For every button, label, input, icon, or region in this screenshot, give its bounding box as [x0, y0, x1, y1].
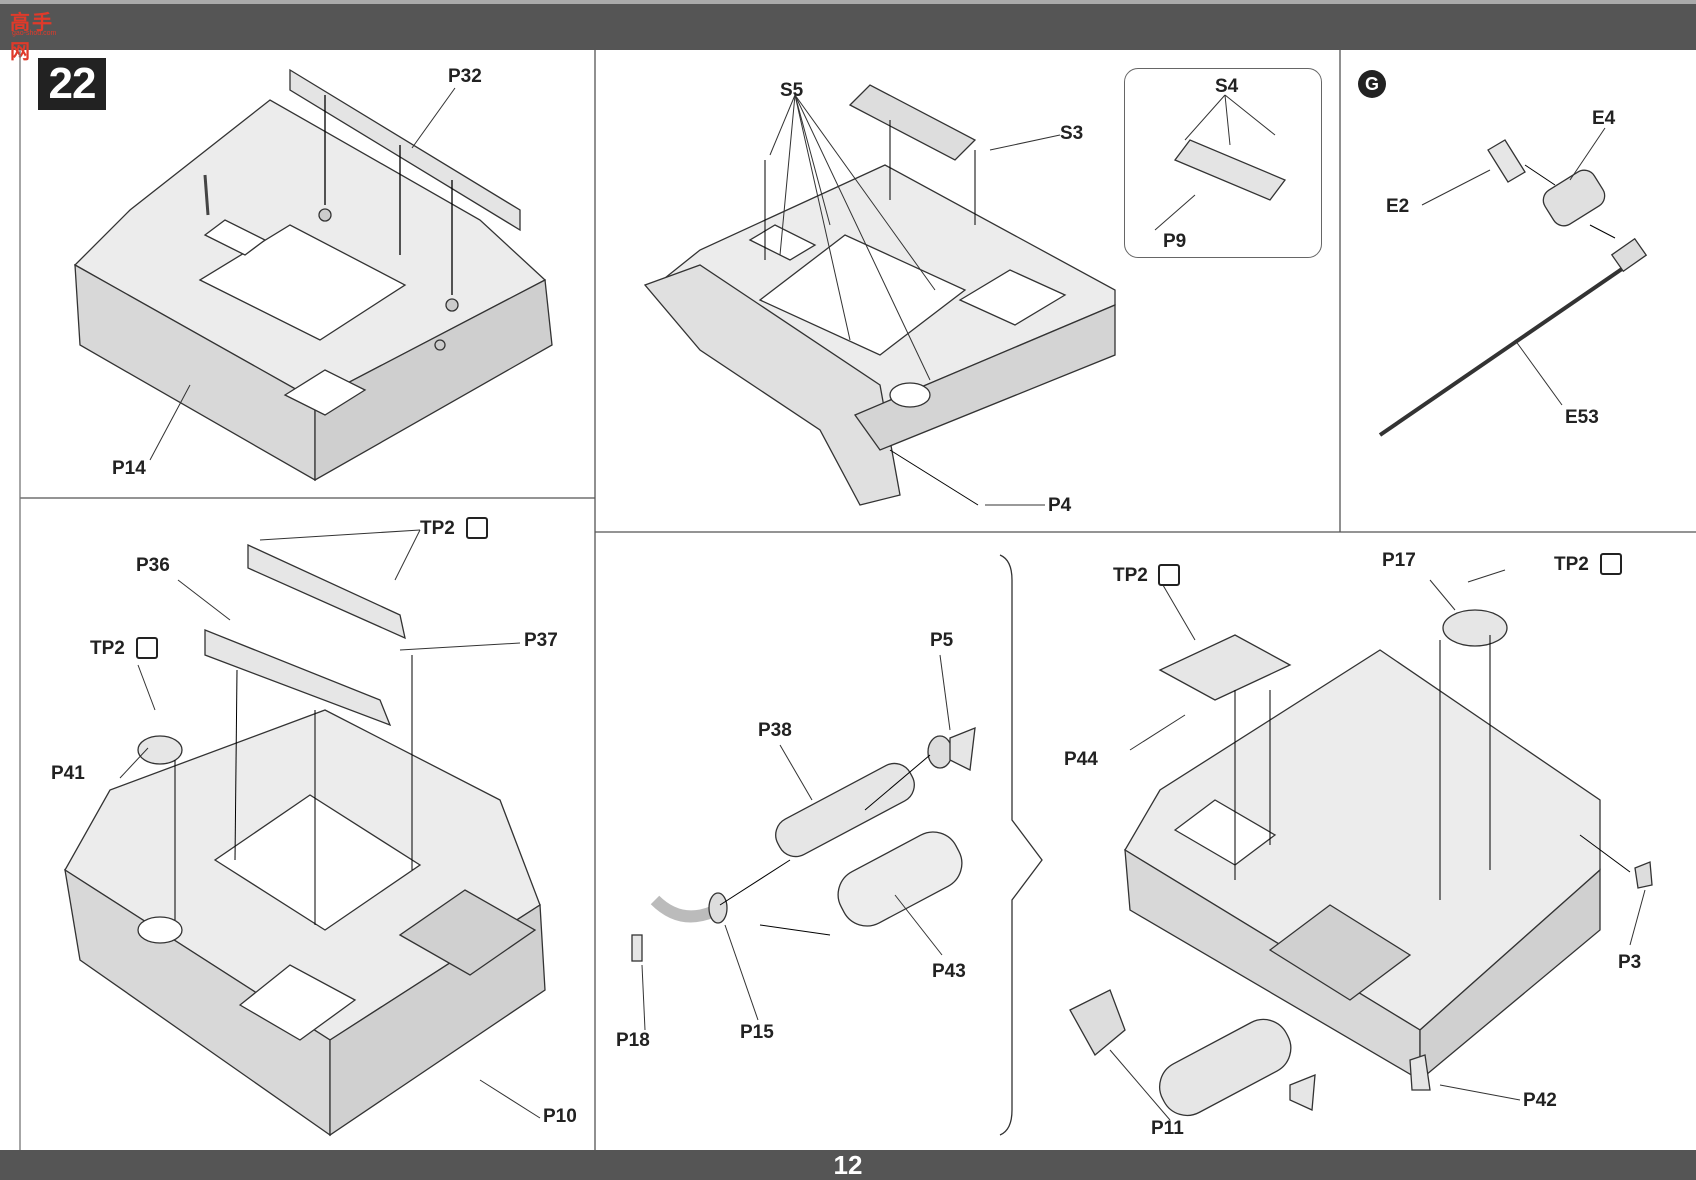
glue-icon — [136, 637, 158, 659]
label-p44: P44 — [1064, 749, 1098, 770]
label-tp2-mid: TP2 — [1113, 565, 1148, 586]
label-p36: P36 — [136, 555, 170, 576]
label-p9: P9 — [1163, 231, 1187, 252]
label-p38: P38 — [758, 720, 792, 741]
label-p18: P18 — [616, 1030, 650, 1051]
label-p14: P14 — [112, 458, 146, 479]
glue-icon — [466, 517, 488, 539]
label-tp2-left: TP2 — [90, 638, 125, 659]
label-p11: P11 — [1151, 1118, 1184, 1139]
top-bar — [0, 0, 1696, 50]
label-tp2-top: TP2 — [420, 518, 455, 539]
label-e53: E53 — [1565, 407, 1599, 428]
label-s4: S4 — [1215, 76, 1239, 97]
step-number-badge: 22 — [38, 58, 106, 110]
label-p17: P17 — [1382, 550, 1416, 571]
watermark-url: gao-shou.com — [12, 30, 57, 37]
label-p10: P10 — [543, 1106, 577, 1127]
inset-detail-box — [1124, 68, 1322, 258]
label-p37: P37 — [524, 630, 558, 651]
label-p42: P42 — [1523, 1090, 1557, 1111]
label-p4: P4 — [1048, 495, 1072, 516]
label-s3: S3 — [1060, 123, 1084, 144]
bottom-bar — [0, 1150, 1696, 1180]
label-s5: S5 — [780, 80, 804, 101]
hull-deck-part-4 — [1069, 609, 1653, 1117]
page-number: 12 — [833, 1150, 863, 1180]
hull-deck-part-1 — [73, 68, 553, 482]
top-strip — [0, 0, 1696, 4]
label-p41: P41 — [51, 763, 85, 784]
subassembly-badge: G — [1358, 70, 1386, 98]
label-p43: P43 — [932, 961, 966, 982]
label-e2: E2 — [1386, 196, 1410, 217]
label-p15: P15 — [740, 1022, 774, 1043]
label-tp2-right: TP2 — [1554, 554, 1589, 575]
glue-icon — [1158, 564, 1180, 586]
label-p3: P3 — [1618, 952, 1642, 973]
glue-icon — [1600, 553, 1622, 575]
hull-deck-part-3 — [64, 543, 546, 1137]
subassembly-g-parts — [1378, 139, 1648, 437]
label-p32: P32 — [448, 66, 482, 87]
hull-deck-part-2 — [643, 84, 1287, 506]
exhaust-parts — [631, 726, 976, 962]
label-p5: P5 — [930, 630, 954, 651]
label-e4: E4 — [1592, 108, 1616, 129]
